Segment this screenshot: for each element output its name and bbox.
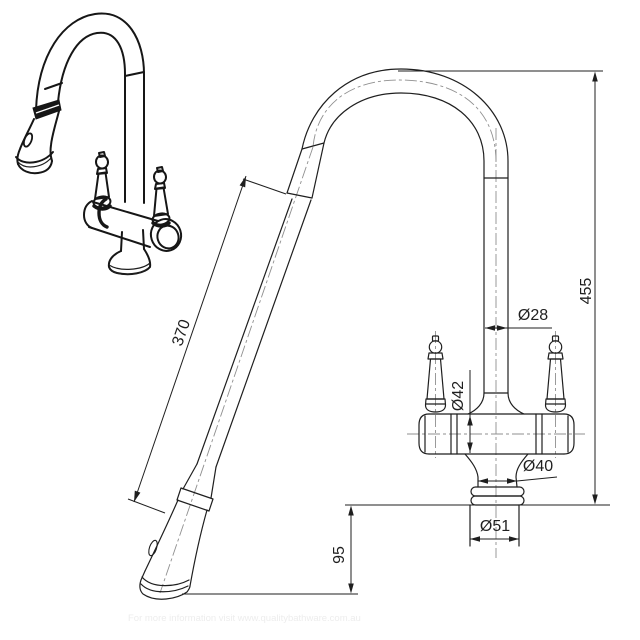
funnel-left — [464, 453, 479, 488]
thumb-right-handle-collar — [154, 182, 166, 190]
dimension-under-counter-depth: 95 — [331, 505, 354, 594]
thumb-sprayer-left-wall — [16, 118, 35, 165]
base-diameter-label: Ø51 — [480, 518, 510, 535]
spout-diameter-arrow-left — [485, 325, 495, 331]
spray-rim-line-1 — [141, 576, 190, 587]
spray-neck-right — [210, 466, 217, 499]
thumb-body-right-cap-outer — [149, 218, 183, 252]
thumb-base-stem-left — [120, 231, 123, 252]
spout-inner-wall — [311, 92, 485, 394]
body-diameter-label: Ø42 — [450, 381, 467, 411]
thumb-sprayer-rim-line-1 — [15, 151, 54, 164]
hose-dimension-label: 370 — [169, 317, 194, 348]
dimension-hose-extension: 370 — [127, 175, 287, 514]
valve-body — [418, 392, 575, 547]
thumb-arch-inner — [57, 31, 126, 203]
thumb-base-stem-right — [142, 229, 145, 250]
column-diameter-label: Ø40 — [523, 458, 553, 475]
thumb-sprayer-button — [22, 132, 34, 148]
thumb-left-handle-collar — [96, 167, 108, 175]
column-diameter-arrow-right — [507, 478, 517, 484]
body-left-cap — [418, 413, 430, 455]
mount-ring-lower — [470, 495, 525, 506]
main-technical-drawing — [139, 68, 610, 600]
thumb-body-left-ring — [97, 197, 109, 229]
hose-arrow-top — [239, 176, 246, 188]
depth-dimension-label: 95 — [331, 546, 348, 564]
spout-tip-edge — [286, 192, 313, 199]
thumb-base-trumpet-bottom — [111, 268, 148, 275]
thumb-spout-joint-line — [44, 82, 63, 90]
pipe-flare-right — [507, 392, 525, 415]
dimension-body-diameter: Ø42 — [450, 370, 473, 453]
right-handle-base — [544, 398, 567, 413]
thumbnail-illustration — [15, 12, 183, 276]
thumb-right-handle-stem — [153, 186, 169, 217]
spray-flange — [176, 487, 214, 512]
centerline-hose — [159, 146, 314, 594]
dimension-column-diameter: Ø40 — [478, 458, 558, 484]
base-diameter-arrow-right — [509, 536, 519, 542]
hose-extension-tick-top — [242, 178, 287, 195]
thumb-sprayer-rim-line-2 — [17, 157, 52, 168]
height-dimension-label: 455 — [578, 278, 595, 305]
thumb-base-trumpet-line — [108, 262, 151, 270]
body-right-cap — [563, 413, 575, 455]
funnel-right — [515, 453, 529, 488]
base-diameter-arrow-left — [470, 536, 480, 542]
centerline-arch — [312, 79, 497, 163]
thumb-body-right-cap-inner — [156, 224, 180, 250]
thumb-sprayer-collar-highlight — [35, 104, 60, 114]
spout-diameter-label: Ø28 — [518, 307, 548, 324]
dimension-base-diameter: Ø51 — [470, 518, 519, 542]
right-handle — [544, 335, 567, 413]
spout-outer-wall — [286, 68, 509, 394]
depth-arrow-top — [348, 505, 354, 516]
thumb-arch-outer — [35, 12, 145, 204]
body-diameter-arrow-bottom — [467, 442, 473, 453]
height-arrow-bottom — [592, 494, 598, 505]
spray-body-right-wall — [189, 509, 208, 587]
hose-extension-tick-bottom — [127, 498, 166, 514]
spray-neck-left — [182, 463, 198, 490]
hose-arrow-bottom — [134, 490, 141, 502]
spray-head — [139, 463, 217, 600]
body-diameter-arrow-top — [467, 415, 473, 426]
column-diameter-arrow-left — [478, 478, 488, 484]
thumb-left-handle-stem — [94, 171, 110, 200]
spray-bottom-cap — [139, 570, 191, 600]
left-handle-base — [424, 398, 447, 413]
watermark-text: For more information visit www.qualityba… — [128, 613, 361, 624]
thumb-sprayer-bottom-cap — [17, 160, 53, 175]
spout-sleeve-joint-line — [301, 142, 325, 150]
column-diameter-line — [478, 476, 558, 482]
height-arrow-top — [592, 71, 598, 82]
thumb-body-bottom-edge — [88, 226, 151, 248]
hose-left-wall — [196, 198, 293, 465]
spout-diameter-arrow-right — [497, 325, 507, 331]
depth-arrow-bottom — [348, 583, 354, 594]
spray-button — [148, 539, 158, 557]
left-handle-collar — [427, 352, 444, 360]
dimension-spout-diameter: Ø28 — [485, 307, 552, 331]
left-handle — [424, 335, 447, 413]
mount-ring-upper — [470, 486, 525, 497]
thumb-body-left-cap — [83, 200, 93, 229]
right-handle-collar — [547, 352, 564, 360]
thumb-body-top-edge — [92, 201, 159, 222]
spray-body-left-wall — [144, 499, 179, 572]
hose-right-wall — [215, 199, 312, 468]
spray-rim-line-2 — [140, 583, 189, 593]
dimension-overall-height: 455 — [398, 70, 603, 505]
hose-dimension-line — [133, 175, 247, 503]
thumb-pipe-joint-line — [124, 71, 145, 77]
